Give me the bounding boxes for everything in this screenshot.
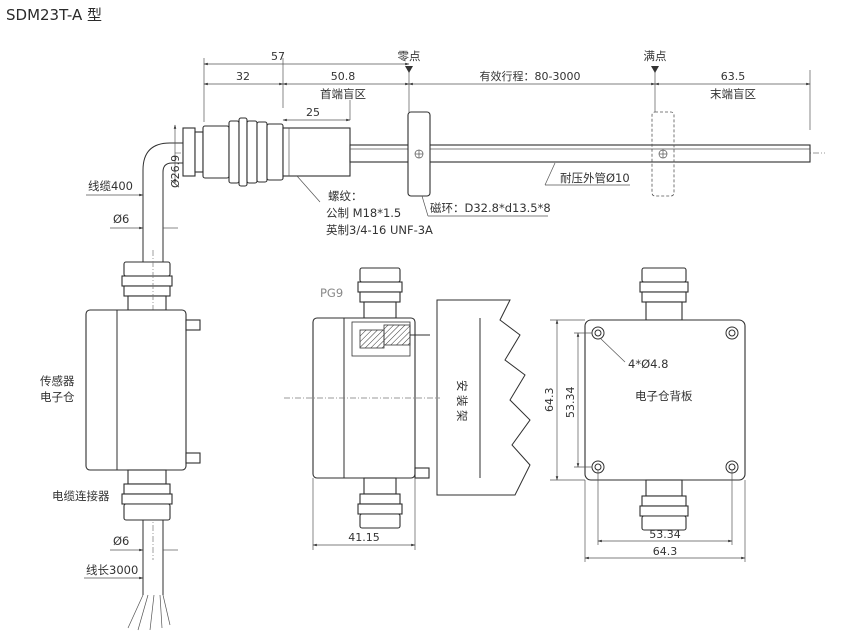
side-gland-cap <box>359 267 401 283</box>
cable-inner <box>162 162 185 250</box>
top-gland-nut <box>121 275 173 287</box>
wire-ends <box>127 594 171 631</box>
bottom-gland-nut <box>123 483 171 495</box>
hex-nut-4 <box>256 121 268 183</box>
cable-length-label: 线长3000 <box>86 563 138 577</box>
thread-metric: 公制 M18*1.5 <box>326 206 401 220</box>
bottom-gland-base <box>127 469 167 485</box>
cable-400-label: 线缆400 <box>88 179 133 193</box>
top-gland-cap <box>123 261 171 277</box>
holes-label: 4*Ø4.8 <box>628 357 668 371</box>
hex-nut-2 <box>238 117 248 187</box>
full-point-marker <box>651 66 659 73</box>
dim-63-5: 63.5 <box>721 70 746 83</box>
dim-32: 32 <box>236 70 250 83</box>
back-view: 4*Ø4.8 电子仓背板 64.3 53.34 53.34 64.3 <box>543 267 746 562</box>
thread-imperial: 英制3/4-16 UNF-3A <box>326 223 433 237</box>
magnet-ring-label: 磁环：D32.8*d13.5*8 <box>430 201 551 215</box>
outer-tube-label: 耐压外管Ø10 <box>560 171 630 185</box>
sensor-housing <box>85 309 187 471</box>
drawing-title: SDM23T-A 型 <box>6 6 102 24</box>
top-gland-base <box>127 295 167 311</box>
tube-leader <box>544 162 556 186</box>
dim-25: 25 <box>306 106 320 119</box>
magnet-ring-full <box>651 111 675 197</box>
left-view: 传感器 电子仓 电缆连接器 Ø6 线长3000 <box>40 250 201 631</box>
hatched-section <box>383 324 411 346</box>
dim-64-3-v: 64.3 <box>543 388 556 413</box>
top-gland-nut-2 <box>123 285 171 297</box>
hex-nut-3 <box>246 120 258 184</box>
flange <box>266 123 284 181</box>
sensor-label-1: 传感器 <box>40 374 75 388</box>
mount-label-3: 架 <box>455 410 469 422</box>
dim-53-34-h: 53.34 <box>649 528 681 541</box>
thread-title: 螺纹： <box>328 189 363 203</box>
connector-label: 电缆连接器 <box>52 489 110 503</box>
dia-6-top-label: Ø6 <box>113 212 129 226</box>
tail-blind-zone-label: 末端盲区 <box>710 87 756 101</box>
dim-64-3-h: 64.3 <box>653 545 678 558</box>
sensor-label-2: 电子仓 <box>40 390 75 404</box>
zero-point-marker <box>405 66 413 73</box>
bottom-gland-cap <box>123 503 171 521</box>
side-view: PG9 安 装 架 41.15 <box>284 267 531 550</box>
full-point-label: 满点 <box>644 49 667 63</box>
head-blind-zone-label: 首端盲区 <box>320 87 366 101</box>
magnet-leader <box>421 195 429 217</box>
mount-label-2: 装 <box>455 395 469 407</box>
dim-26-9: Ø26.9 <box>169 155 182 188</box>
dim-53-34-v: 53.34 <box>564 387 577 419</box>
back-plate-label: 电子仓背板 <box>635 389 693 403</box>
dim-41-15: 41.15 <box>348 531 380 544</box>
dia-6-bottom-label: Ø6 <box>113 534 129 548</box>
mount-tab-bottom <box>185 452 201 464</box>
effective-stroke-label: 有效行程：80-3000 <box>480 69 581 83</box>
plug-cap <box>182 127 196 177</box>
thread-leader <box>296 175 321 203</box>
mount-label-1: 安 <box>455 380 469 392</box>
dim-50-8: 50.8 <box>331 70 356 83</box>
mounting-bracket <box>436 299 531 496</box>
plug-neck <box>194 131 204 173</box>
holes-leader <box>599 337 626 363</box>
pg9-label: PG9 <box>320 286 343 300</box>
mount-tab-top <box>185 319 201 331</box>
sensor-head <box>202 125 230 179</box>
mount-hole <box>725 326 739 340</box>
dim-57: 57 <box>271 50 285 63</box>
top-view: 57 32 50.8 首端盲区 25 零点 满点 有效行程：80-3000 63… <box>86 49 825 250</box>
back-gland-cap <box>641 267 687 283</box>
side-gland-bottom-cap <box>359 513 401 529</box>
bottom-gland-nut-2 <box>121 493 173 505</box>
zero-point-label: 零点 <box>398 49 421 63</box>
thread-section <box>282 127 351 177</box>
back-gland-bottom-cap <box>641 515 687 531</box>
cable-outer <box>142 142 185 250</box>
hex-nut-1 <box>228 120 240 184</box>
